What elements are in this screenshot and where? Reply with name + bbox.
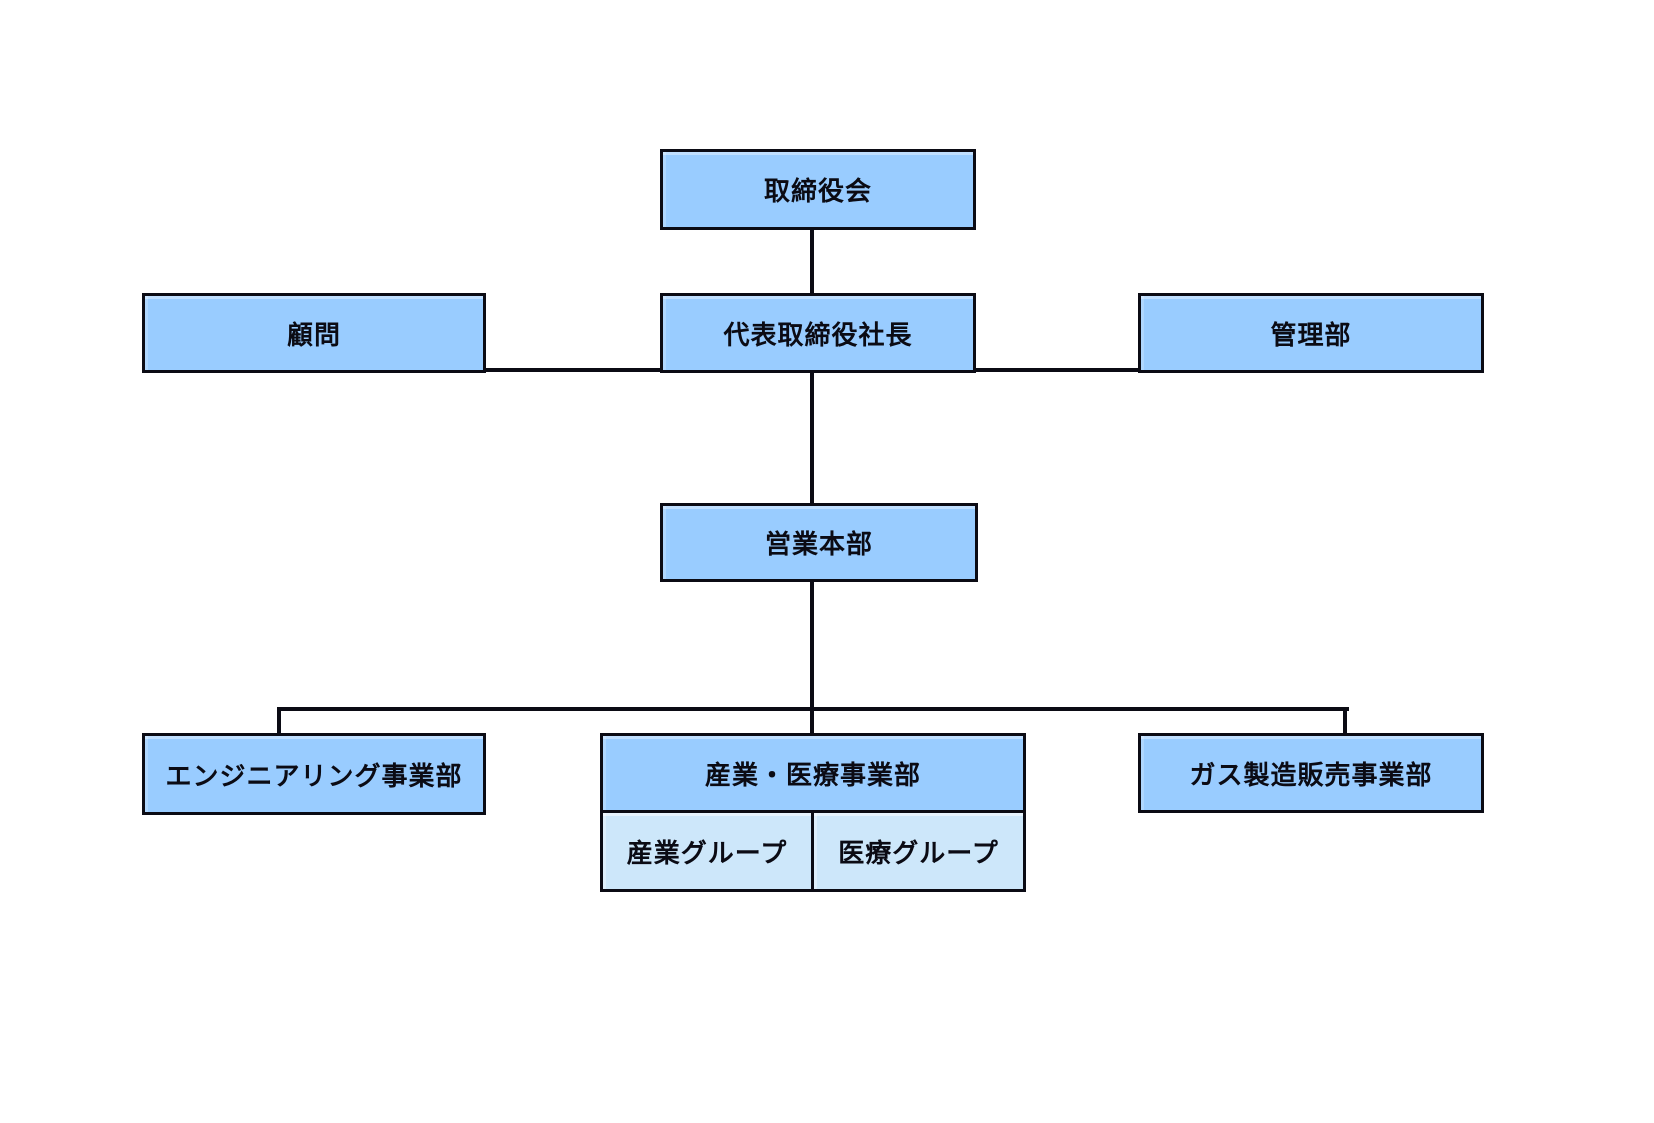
org-node-sales-headquarters-label: 営業本部: [764, 529, 873, 559]
connector-sales-hq-stem: [810, 579, 814, 711]
org-node-medical-group: 医療グループ: [811, 810, 1026, 892]
connector-drop-engineering: [277, 707, 281, 736]
org-node-industrial-medical-division: 産業・医療事業部: [600, 733, 1026, 813]
org-node-president: 代表取締役社長: [660, 293, 976, 373]
org-node-president-label: 代表取締役社長: [723, 319, 913, 350]
org-node-engineering-division-label: エンジニアリング事業部: [165, 760, 463, 791]
org-node-admin-department: 管理部: [1138, 293, 1484, 373]
org-node-sales-headquarters: 営業本部: [660, 503, 978, 582]
org-node-industrial-group: 産業グループ: [600, 810, 814, 892]
org-node-industrial-medical-division-label: 産業・医療事業部: [704, 759, 921, 790]
connector-drop-industrial-medical: [810, 707, 814, 736]
org-node-admin-department-label: 管理部: [1270, 319, 1352, 350]
org-node-board-label: 取締役会: [763, 176, 872, 206]
org-node-engineering-division: エンジニアリング事業部: [142, 733, 486, 815]
connector-drop-gas: [1343, 707, 1347, 736]
org-node-advisor: 顧問: [142, 293, 486, 373]
connector-board-president: [810, 228, 814, 295]
org-node-advisor-label: 顧問: [286, 319, 341, 350]
org-node-medical-group-label: 医療グループ: [838, 837, 999, 868]
org-node-gas-division-label: ガス製造販売事業部: [1189, 759, 1433, 790]
org-node-gas-division: ガス製造販売事業部: [1138, 733, 1484, 813]
org-node-industrial-group-label: 産業グループ: [626, 837, 788, 868]
connector-president-sales-hq: [810, 371, 814, 505]
org-node-board: 取締役会: [660, 149, 976, 230]
